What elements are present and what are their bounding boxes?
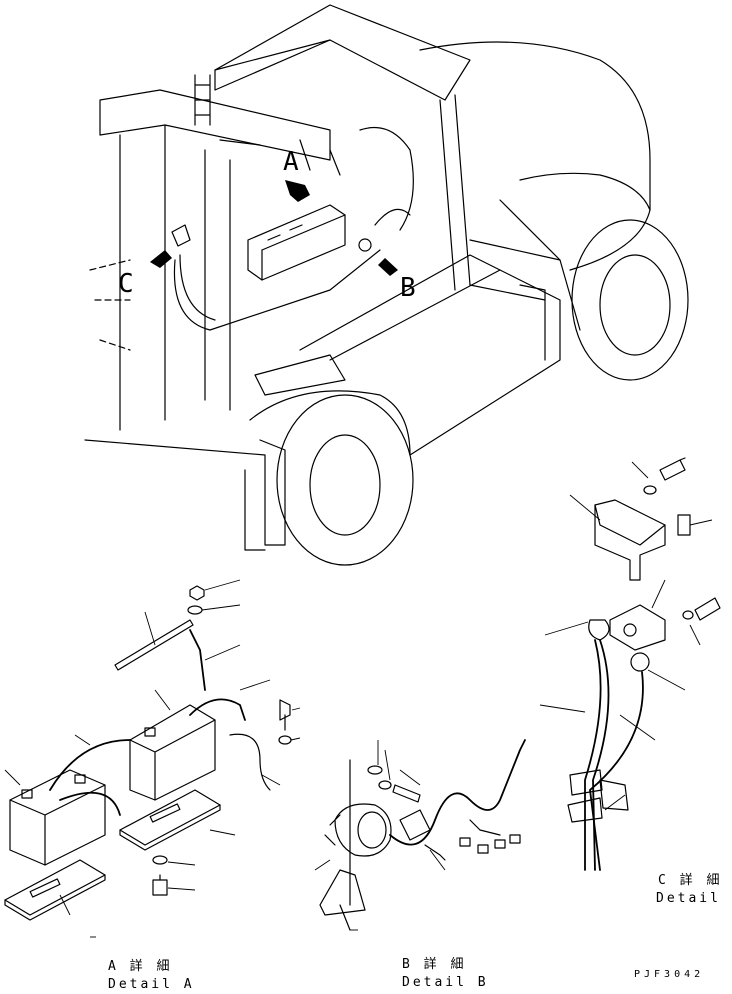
- detail-b-caption-en: Detail B: [402, 975, 489, 989]
- view-label-a: A: [283, 147, 299, 177]
- detail-a-caption-jp: A 詳 細: [108, 958, 172, 974]
- detail-a-leaders: [4, 579, 301, 938]
- detail-c-caption-en: Detail C: [656, 891, 732, 906]
- drawing-code: PJF3042: [634, 969, 704, 980]
- detail-b-leaders: [314, 740, 446, 931]
- detail-b-caption-jp: B 詳 細: [402, 956, 466, 972]
- detail-c-relay: [567, 457, 721, 871]
- view-label-c: C: [118, 269, 134, 299]
- detail-c-caption-jp: C 詳 細: [658, 872, 722, 888]
- view-direction-arrow-icon: [150, 180, 398, 276]
- detail-a-caption-en: Detail A: [108, 977, 195, 989]
- detail-c-leaders: [539, 461, 713, 811]
- view-label-b: B: [400, 273, 416, 303]
- detail-a-batteries: [4, 585, 292, 921]
- forklift-illustration: [84, 4, 689, 566]
- detail-b-switch: [319, 739, 526, 931]
